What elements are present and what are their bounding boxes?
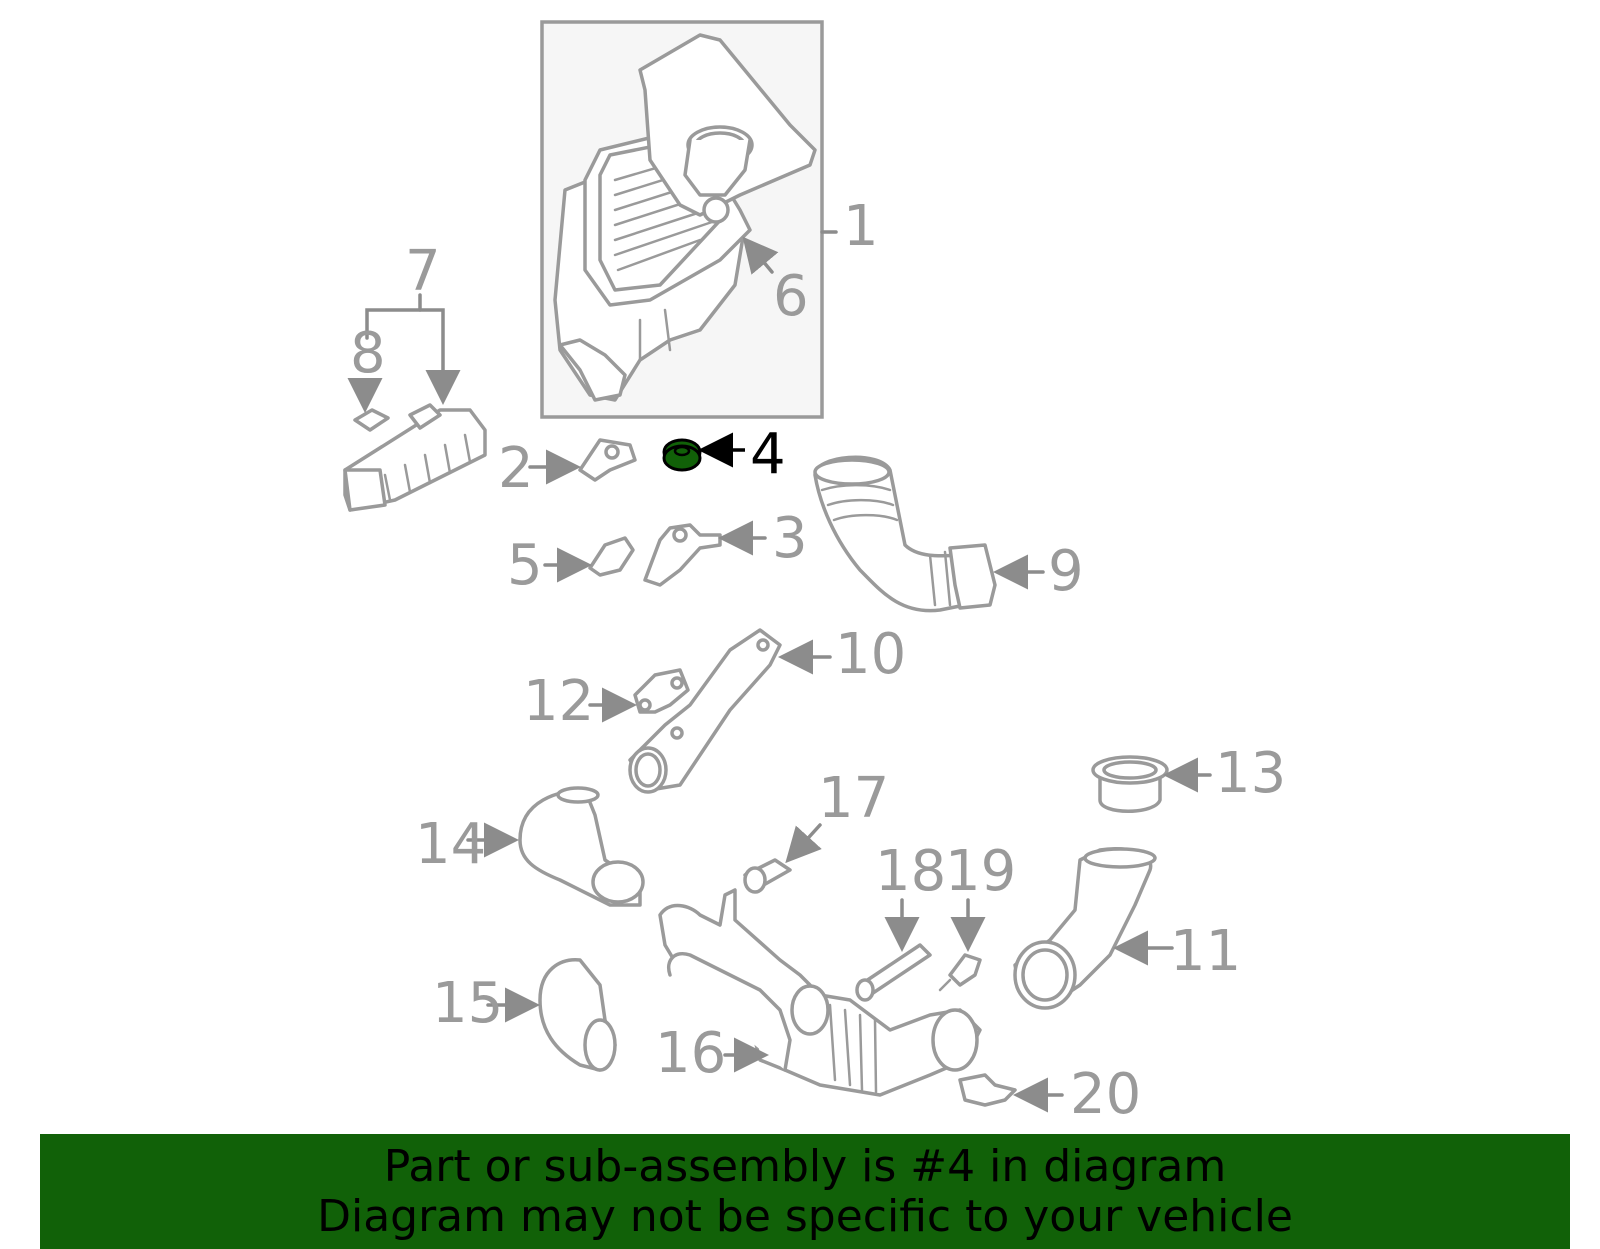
callout-15: 15 bbox=[432, 971, 503, 1036]
callout-6: 6 bbox=[773, 264, 809, 329]
callout-11: 11 bbox=[1170, 919, 1241, 984]
part-12-bracket bbox=[588, 668, 690, 723]
part-15-hose bbox=[486, 958, 617, 1072]
part-4-grommet-highlighted bbox=[662, 432, 745, 472]
part-14-hose bbox=[466, 786, 645, 907]
part-20-bracket bbox=[958, 1073, 1064, 1113]
callout-1: 1 bbox=[843, 194, 879, 259]
info-banner: Part or sub-assembly is #4 in diagram Di… bbox=[40, 1134, 1570, 1249]
callout-16: 16 bbox=[655, 1021, 726, 1086]
part-13-clamp-ring bbox=[1091, 755, 1212, 813]
part-1-air-cleaner-assembly bbox=[540, 20, 838, 419]
callout-4-highlighted: 4 bbox=[750, 422, 786, 487]
part-18-sensor bbox=[855, 898, 932, 1002]
part-19-sensor bbox=[938, 898, 986, 992]
part-16-intercooler-pipe bbox=[658, 888, 982, 1097]
callout-5: 5 bbox=[507, 533, 543, 598]
callout-labels: 1 2 3 4 5 6 7 8 9 10 11 12 13 14 15 16 1… bbox=[350, 194, 1286, 1127]
callout-10: 10 bbox=[835, 622, 906, 687]
callout-17: 17 bbox=[818, 766, 889, 831]
callout-13: 13 bbox=[1215, 741, 1286, 806]
callout-20: 20 bbox=[1070, 1062, 1141, 1127]
callout-8: 8 bbox=[350, 321, 386, 386]
banner-line-part-number: Part or sub-assembly is #4 in diagram bbox=[383, 1141, 1227, 1192]
part-8-cap bbox=[347, 378, 390, 432]
part-17-sensor bbox=[743, 823, 822, 894]
part-3-bracket bbox=[643, 520, 767, 587]
callout-18: 18 bbox=[875, 839, 946, 904]
part-10-intake-hose bbox=[628, 628, 832, 794]
parts-diagram: 1 2 3 4 5 6 7 8 9 10 11 12 13 14 15 16 1… bbox=[343, 20, 1286, 1127]
part-2-bracket bbox=[528, 438, 637, 485]
callout-19: 19 bbox=[945, 839, 1016, 904]
callout-12: 12 bbox=[523, 669, 594, 734]
part-11-hose bbox=[1013, 847, 1174, 1010]
callout-2: 2 bbox=[498, 436, 534, 501]
part-5-mount-pad bbox=[543, 536, 635, 583]
part-7-resonator bbox=[343, 293, 487, 512]
banner-line-disclaimer: Diagram may not be specific to your vehi… bbox=[317, 1191, 1293, 1242]
callout-14: 14 bbox=[415, 812, 486, 877]
callout-7: 7 bbox=[405, 239, 441, 304]
part-9-intake-duct bbox=[813, 455, 1045, 613]
callout-3: 3 bbox=[772, 506, 808, 571]
callout-9: 9 bbox=[1048, 539, 1084, 604]
